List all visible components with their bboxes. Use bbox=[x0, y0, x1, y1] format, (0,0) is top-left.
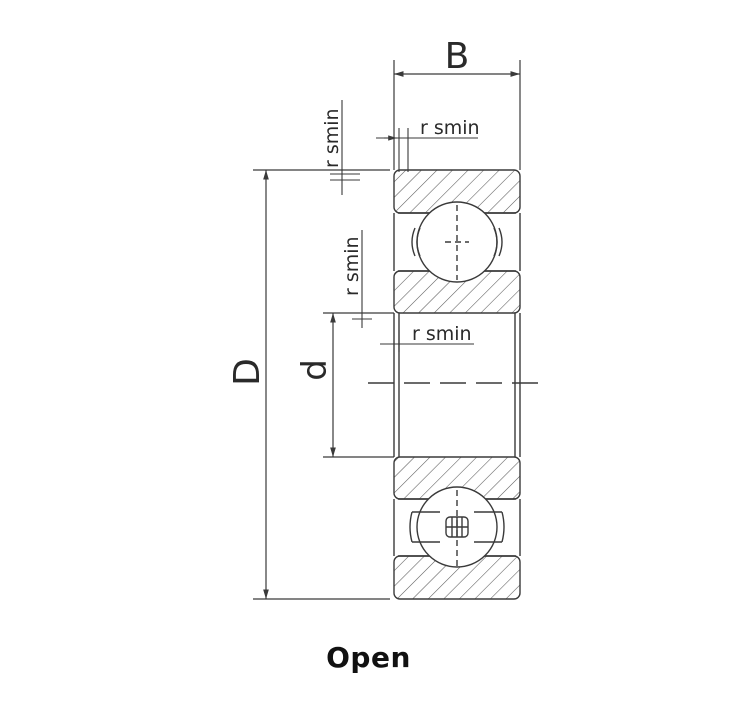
label-r-smin-bore: r smin bbox=[412, 323, 472, 345]
caption-open: Open bbox=[326, 641, 411, 674]
label-r-smin-top: r smin bbox=[420, 117, 480, 139]
label-outer-diameter: D bbox=[227, 358, 268, 386]
lower-section bbox=[393, 456, 521, 600]
label-r-smin-inner-side: r smin bbox=[341, 236, 363, 296]
r-smin-callouts bbox=[330, 100, 478, 352]
dimension-bore-d bbox=[323, 312, 394, 458]
label-bore: d bbox=[295, 359, 335, 381]
label-b: B bbox=[445, 36, 470, 77]
dimension-d bbox=[253, 169, 390, 600]
label-r-smin-outer-side: r smin bbox=[321, 108, 343, 168]
upper-section bbox=[393, 169, 521, 314]
dimension-b bbox=[393, 60, 521, 170]
